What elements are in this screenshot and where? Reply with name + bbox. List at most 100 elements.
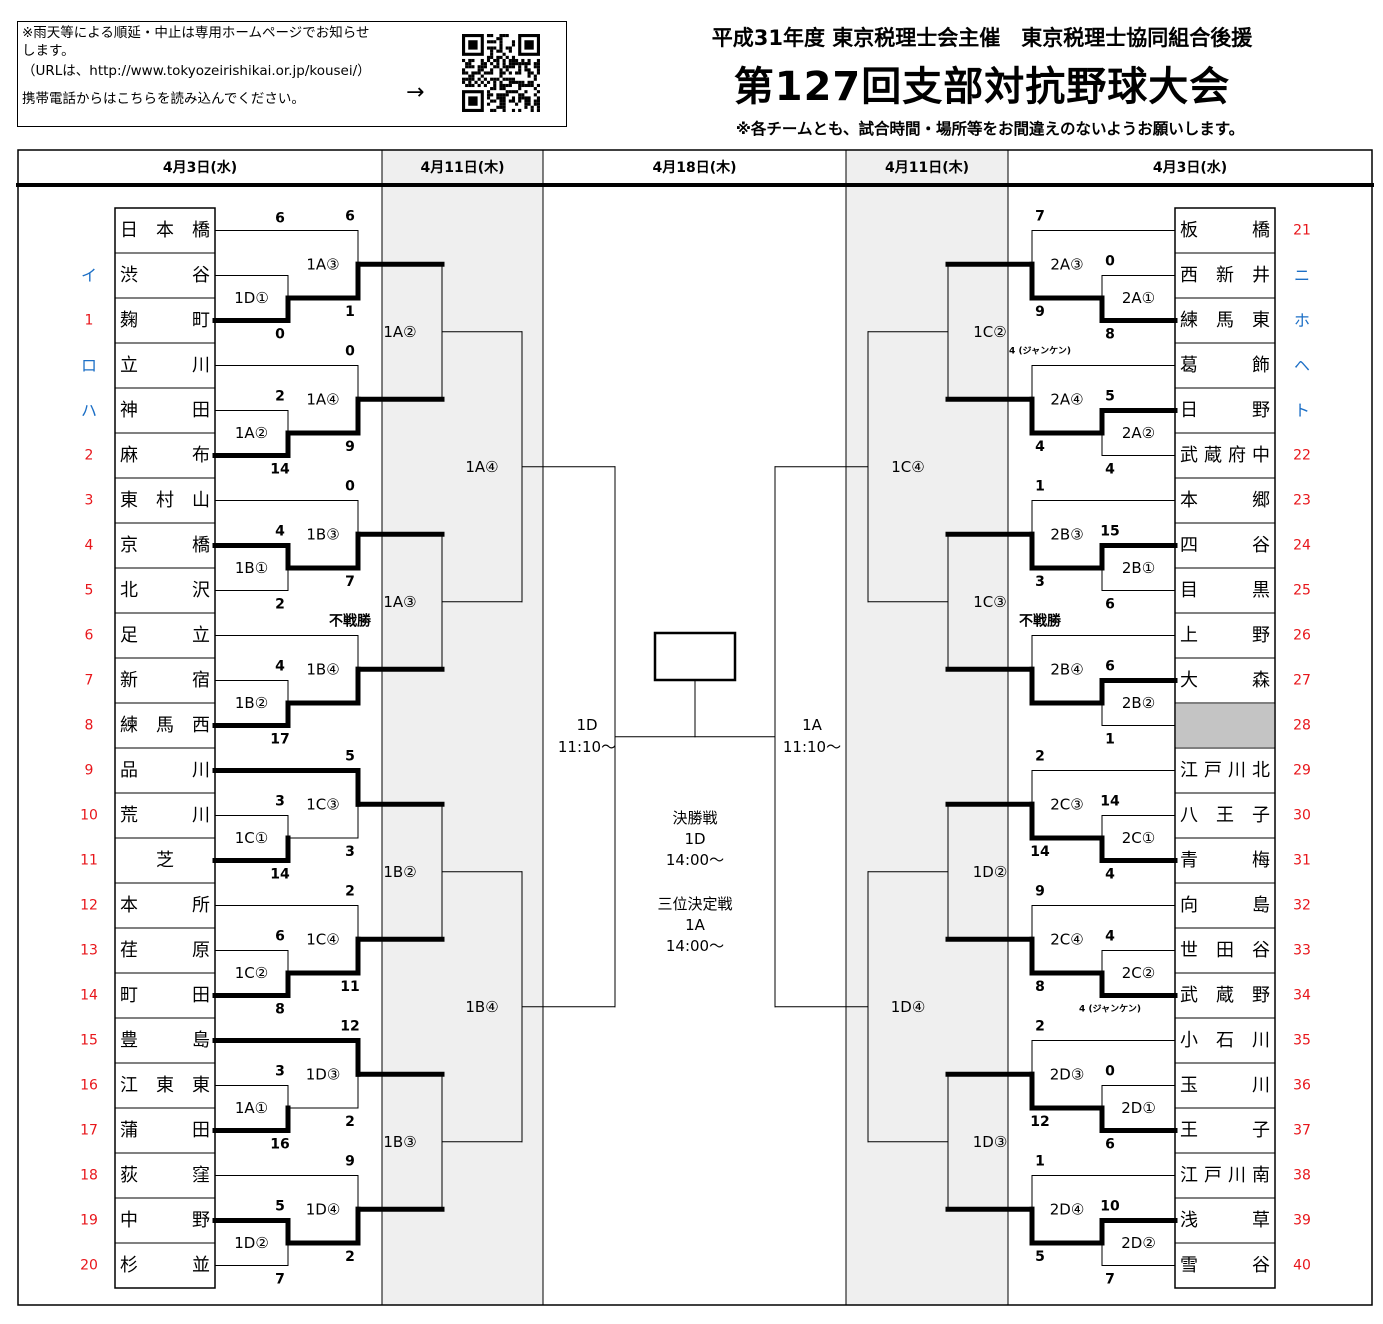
court-label: 1A② xyxy=(235,424,268,442)
score: 6 xyxy=(1105,1137,1115,1153)
qr-module xyxy=(496,62,500,66)
qr-module xyxy=(502,65,506,69)
qr-module xyxy=(536,99,540,103)
team-name: 荒 川 xyxy=(120,805,210,826)
score: 3 xyxy=(275,1064,285,1080)
qr-module xyxy=(511,65,516,69)
score: 4 xyxy=(1035,439,1045,455)
page-note: ※各チームとも、試合時間・場所等をお間違えのないようお願いします。 xyxy=(735,120,1245,138)
team-name: 大 森 xyxy=(1180,670,1270,691)
team-name: 芝 xyxy=(156,850,174,871)
team-name: 練 馬 西 xyxy=(120,715,210,736)
score: 14 xyxy=(1030,844,1050,860)
qr-module xyxy=(530,105,534,109)
team-name: 渋 谷 xyxy=(120,265,210,286)
qr-module xyxy=(468,62,472,66)
score: 9 xyxy=(345,1154,355,1170)
court-label: 2D④ xyxy=(1050,1200,1085,1218)
qr-module xyxy=(511,108,516,112)
seed-mark: 33 xyxy=(1293,943,1311,959)
page-title: 第127回支部対抗野球大会 xyxy=(733,64,1231,110)
score: 5 xyxy=(1035,1249,1045,1265)
team-name: 北 沢 xyxy=(120,580,210,601)
qr-module xyxy=(477,83,481,88)
seed-mark: 34 xyxy=(1293,988,1311,1004)
qr-module xyxy=(486,90,491,94)
seed-mark: 23 xyxy=(1293,493,1311,509)
qr-module xyxy=(486,71,491,75)
court-label: 1B② xyxy=(235,694,268,712)
date-header: 4月3日(水) xyxy=(1153,159,1227,176)
qr-module xyxy=(483,65,487,69)
qr-module xyxy=(499,34,503,38)
court-label: 2B④ xyxy=(1050,660,1083,678)
qr-module xyxy=(462,68,466,72)
team-name: 江 東 東 xyxy=(120,1075,210,1096)
qr-module xyxy=(511,40,516,44)
qr-module xyxy=(524,83,528,88)
seed-mark: 27 xyxy=(1293,673,1311,689)
qr-module xyxy=(502,83,506,88)
court-label: 1B④ xyxy=(306,660,339,678)
qr-module xyxy=(511,96,516,100)
score: 0 xyxy=(1105,254,1115,270)
qr-module xyxy=(477,65,481,69)
notice-url: （URLは、http://www.tokyozeirishikai.or.jp/… xyxy=(22,63,371,79)
qr-module xyxy=(511,62,516,66)
shade-column xyxy=(382,150,543,1305)
qr-module xyxy=(530,83,534,88)
qr-module xyxy=(471,58,475,63)
qr-module xyxy=(499,46,503,50)
court-label: 1C③ xyxy=(973,593,1006,611)
qr-module xyxy=(493,108,497,112)
score: 12 xyxy=(340,1019,359,1035)
court-label: 1C② xyxy=(235,964,268,982)
team-name: 杉 並 xyxy=(120,1255,210,1276)
court-label: 2C③ xyxy=(1050,795,1083,813)
court-label: 1B④ xyxy=(465,998,498,1016)
team-name: 王 子 xyxy=(1180,1120,1270,1141)
seed-mark: 8 xyxy=(85,718,94,734)
qr-module xyxy=(527,71,531,75)
score: 2 xyxy=(1035,749,1045,765)
qr-module xyxy=(490,46,494,50)
qr-module xyxy=(521,80,525,84)
seed-mark: 25 xyxy=(1293,583,1311,599)
score: 15 xyxy=(1100,524,1119,540)
qr-module xyxy=(477,77,481,81)
qr-module xyxy=(493,99,497,103)
court-label: 1A② xyxy=(383,323,416,341)
qr-module xyxy=(490,68,494,72)
qr-module xyxy=(515,58,519,63)
qr-module xyxy=(465,83,469,88)
score: 9 xyxy=(345,439,355,455)
qr-module xyxy=(490,49,494,53)
qr-module xyxy=(511,80,516,84)
seed-mark: 12 xyxy=(80,898,98,914)
qr-module xyxy=(486,93,491,97)
court-label: 2A③ xyxy=(1050,255,1083,273)
seed-mark: 26 xyxy=(1293,628,1311,644)
score: 2 xyxy=(1035,1019,1045,1035)
qr-module xyxy=(518,108,522,112)
qr-module xyxy=(490,77,494,81)
score: 1 xyxy=(1035,1154,1045,1170)
qr-module xyxy=(499,74,503,78)
court-label: 1A④ xyxy=(465,458,498,476)
qr-module xyxy=(505,55,509,59)
qr-module xyxy=(499,40,503,44)
qr-module xyxy=(521,58,525,63)
qr-module xyxy=(521,96,525,100)
seed-mark: 24 xyxy=(1293,538,1311,554)
court-label: 2C④ xyxy=(1050,930,1083,948)
qr-module xyxy=(530,71,534,75)
semifinal-court: 1A xyxy=(802,716,823,734)
qr-module xyxy=(480,74,484,78)
qr-code-icon[interactable] xyxy=(462,34,540,112)
qr-module xyxy=(480,58,484,63)
qr-module xyxy=(502,77,506,81)
qr-module xyxy=(524,90,528,94)
qr-module xyxy=(499,105,503,109)
qr-module xyxy=(486,58,491,63)
score: 6 xyxy=(275,211,285,227)
